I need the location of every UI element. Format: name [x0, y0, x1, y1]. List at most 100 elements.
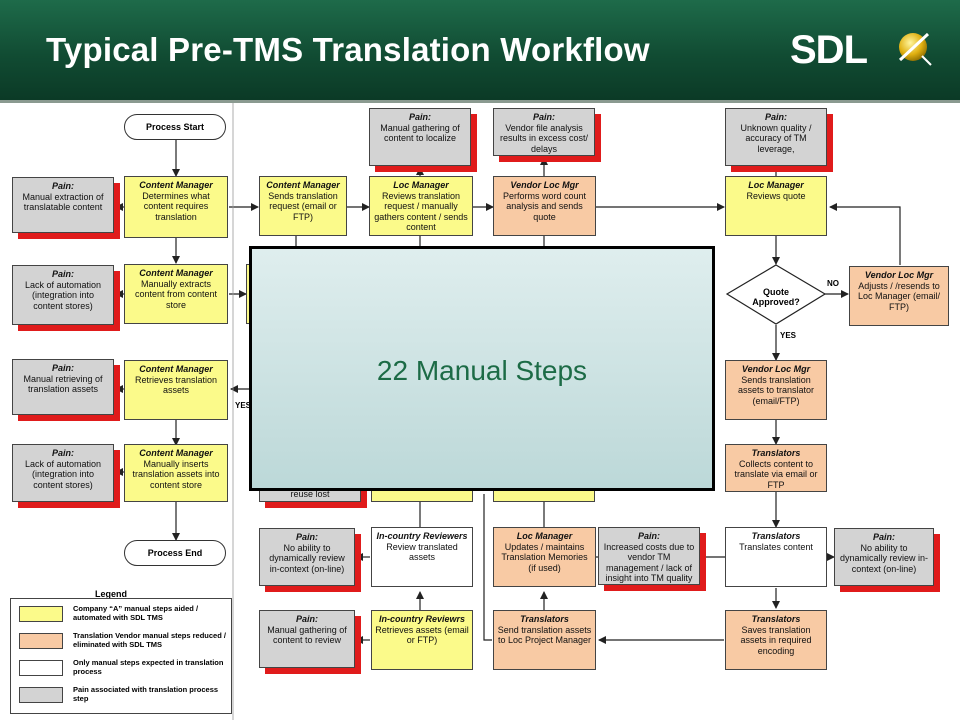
pain-unknown-quality: Pain: Unknown quality / accuracy of TM l…: [725, 108, 827, 166]
box-text: Manually inserts translation assets into…: [132, 458, 220, 490]
box-role: Translators: [520, 614, 569, 624]
legend-text: Pain associated with translation process…: [73, 685, 219, 703]
cm-inserts-step: Content Manager Manually inserts transla…: [124, 444, 228, 502]
decision-label: Quote Approved?: [752, 287, 800, 307]
box-text: Lack of automation (integration into con…: [24, 279, 102, 311]
box-role: Vendor Loc Mgr: [741, 364, 811, 374]
box-text: Reviews quote: [746, 190, 806, 201]
process-start-terminal: Process Start: [124, 114, 226, 140]
box-role: Vendor Loc Mgr: [864, 270, 934, 280]
tr-translates-step: Translators Translates content: [725, 527, 827, 587]
decision-yes-label: YES: [780, 331, 797, 340]
pain-lack-automation-2: Pain: Lack of automation (integration in…: [12, 444, 114, 502]
box-text: Updates / maintains Translation Memories…: [501, 541, 588, 573]
icr-review-step: In-country Reviewers Review translated a…: [371, 527, 473, 587]
box-role: Loc Manager: [748, 180, 804, 190]
sdl-logo: SDL: [790, 26, 940, 76]
box-text: Retrieves translation assets: [134, 374, 218, 396]
box-text: Adjusts / /resends to Loc Manager (email…: [857, 280, 941, 312]
legend-swatch-gray: [19, 687, 63, 703]
box-text: Manually extracts content from content s…: [134, 278, 218, 310]
box-text: Review translated assets: [386, 541, 458, 563]
box-role: Pain:: [295, 532, 318, 542]
box-text: Lack of automation (integration into con…: [24, 458, 102, 490]
box-text: Manual retrieving of translation assets: [23, 373, 103, 395]
icr-retrieves-step: In-country Reviewrs Retrieves assets (em…: [371, 610, 473, 670]
yes-label-left: YES: [235, 401, 252, 410]
box-role: Content Manager: [266, 180, 340, 190]
legend-swatch-yellow: [19, 606, 63, 622]
slide-title: Typical Pre-TMS Translation Workflow: [46, 31, 650, 68]
box-text: Translates content: [739, 541, 813, 552]
box-role: Translators: [751, 448, 801, 458]
box-text: Reviews translation request / manually g…: [374, 190, 468, 233]
vlm-adjusts-step: Vendor Loc Mgr Adjusts / /resends to Loc…: [849, 266, 949, 326]
box-role: Loc Manager: [516, 531, 573, 541]
pain-retrieving: Pain: Manual retrieving of translation a…: [12, 359, 114, 415]
box-role: Pain:: [51, 448, 74, 458]
box-text: Increased costs due to vendor TM managem…: [603, 541, 695, 584]
box-role: Content Manager: [139, 180, 213, 190]
legend-item: Company “A” manual steps aided / automat…: [19, 603, 229, 625]
pain-no-review-1: Pain: No ability to dynamically review i…: [259, 528, 355, 586]
pain-vendor-analysis: Pain: Vendor file analysis results in ex…: [493, 108, 595, 156]
box-text: Vendor file analysis results in excess c…: [499, 122, 589, 154]
box-text: Manual gathering of content to localize: [380, 122, 460, 144]
box-role: Content Manager: [139, 268, 213, 278]
cm-extracts-step: Content Manager Manually extracts conten…: [124, 264, 228, 324]
lm-updates-tm-step: Loc Manager Updates / maintains Translat…: [493, 527, 596, 587]
box-role: Pain:: [51, 181, 74, 191]
pain-lack-automation-1: Pain: Lack of automation (integration in…: [12, 265, 114, 325]
box-text: reuse lost: [290, 489, 330, 499]
tr-saves-step: Translators Saves translation assets in …: [725, 610, 827, 670]
box-text: Performs word count analysis and sends q…: [502, 190, 587, 222]
box-role: Pain:: [764, 112, 787, 122]
legend-item: Translation Vendor manual steps reduced …: [19, 630, 229, 652]
box-text: Manual gathering of content to review: [267, 624, 347, 646]
title-bar: [0, 0, 960, 100]
box-role: Pain:: [637, 531, 660, 541]
box-text: No ability to dynamically review in-cont…: [269, 542, 345, 574]
process-end-terminal: Process End: [124, 540, 226, 566]
legend: Company “A” manual steps aided / automat…: [10, 598, 232, 714]
legend-text: Translation Vendor manual steps reduced …: [73, 631, 226, 649]
box-role: Content Manager: [139, 448, 213, 458]
box-role: Pain:: [51, 269, 74, 279]
box-text: Collects content to translate via email …: [734, 458, 818, 490]
pain-gathering-review: Pain: Manual gathering of content to rev…: [259, 610, 355, 668]
box-role: Vendor Loc Mgr: [510, 180, 579, 190]
manual-steps-overlay: 22 Manual Steps: [249, 246, 715, 491]
pain-manual-gathering: Pain: Manual gathering of content to loc…: [369, 108, 471, 166]
pain-manual-extraction: Pain: Manual extraction of translatable …: [12, 177, 114, 233]
lm-reviews-quote-step: Loc Manager Reviews quote: [725, 176, 827, 236]
box-role: Pain:: [408, 112, 431, 122]
legend-swatch-orange: [19, 633, 63, 649]
logo-sphere-icon: [898, 32, 932, 66]
box-text: Send translation assets to Loc Project M…: [497, 624, 592, 646]
box-text: No ability to dynamically review in-cont…: [839, 542, 929, 574]
cm-determines-step: Content Manager Determines what content …: [124, 176, 228, 238]
box-role: Loc Manager: [393, 180, 449, 190]
legend-item: Pain associated with translation process…: [19, 684, 229, 706]
legend-swatch-white: [19, 660, 63, 676]
box-text: Retrieves assets (email or FTP): [375, 624, 469, 646]
box-role: Pain:: [872, 532, 895, 542]
lm-reviews-request-step: Loc Manager Reviews translation request …: [369, 176, 473, 236]
legend-text: Only manual steps expected in translatio…: [73, 658, 224, 676]
box-text: Sends translation request (email or FTP): [268, 190, 338, 222]
title-bar-rule: [0, 100, 960, 103]
box-text: Unknown quality / accuracy of TM leverag…: [740, 122, 812, 154]
cm-sends-request-step: Content Manager Sends translation reques…: [259, 176, 347, 236]
logo-text: SDL: [790, 28, 868, 72]
box-role: Translators: [751, 614, 801, 624]
box-role: Pain:: [295, 614, 318, 624]
legend-title: Legend: [95, 589, 128, 599]
box-text: Saves translation assets in required enc…: [740, 624, 812, 656]
pain-no-review-2: Pain: No ability to dynamically review i…: [834, 528, 934, 586]
pain-tm-costs: Pain: Increased costs due to vendor TM m…: [598, 527, 700, 585]
vlm-sends-assets-step: Vendor Loc Mgr Sends translation assets …: [725, 360, 827, 420]
box-role: In-country Reviewers: [376, 531, 468, 541]
box-text: Sends translation assets to translator (…: [737, 374, 815, 406]
vlm-word-count-step: Vendor Loc Mgr Performs word count analy…: [493, 176, 596, 236]
legend-item: Only manual steps expected in translatio…: [19, 657, 229, 679]
